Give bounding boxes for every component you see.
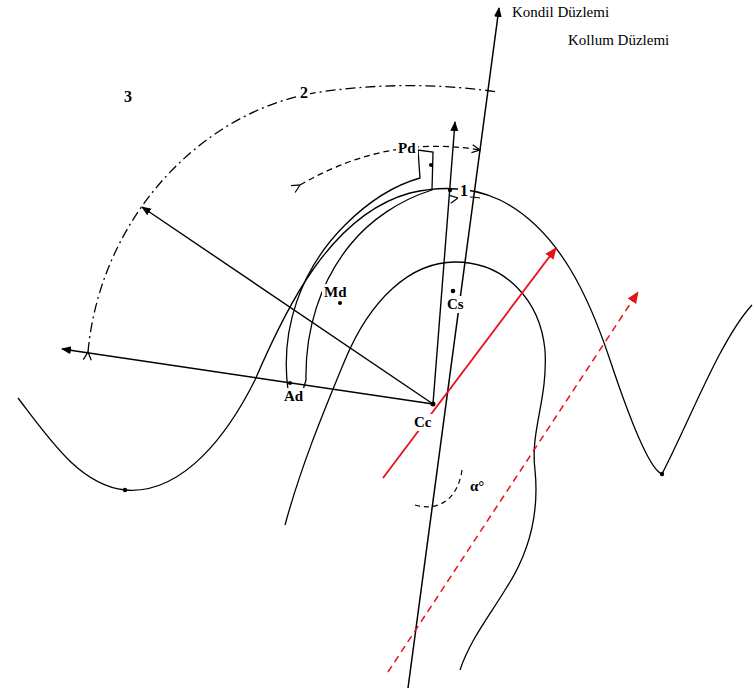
callout-number: 3 [122, 88, 134, 106]
point-label: Pd [396, 140, 418, 157]
plane-label: Kollum Düzlemi [566, 32, 671, 49]
md-axis [142, 207, 433, 404]
alpha-arc [415, 470, 462, 507]
ad-axis [62, 349, 433, 404]
vertical-axis [433, 122, 455, 404]
callout-number: 1 [458, 182, 470, 200]
point-label: Md [322, 284, 349, 301]
collum-plane-line [383, 248, 556, 478]
landmark-dots [123, 163, 664, 492]
disc-outline [286, 150, 433, 400]
point-label: Ad [282, 388, 305, 405]
condyle-plane-line [408, 8, 499, 688]
angle-arc-2 [300, 146, 480, 185]
point-label: Cs [445, 296, 466, 313]
condyle-contour [285, 262, 545, 670]
plane-label: Kondil Düzlemi [510, 4, 611, 21]
angle-label: α° [468, 478, 486, 495]
point-label: Cc [412, 414, 434, 431]
fossa-contour [18, 188, 752, 490]
angle-arc-3 [88, 86, 498, 352]
callout-number: 2 [298, 84, 310, 102]
collum-plane-parallel [388, 292, 638, 672]
